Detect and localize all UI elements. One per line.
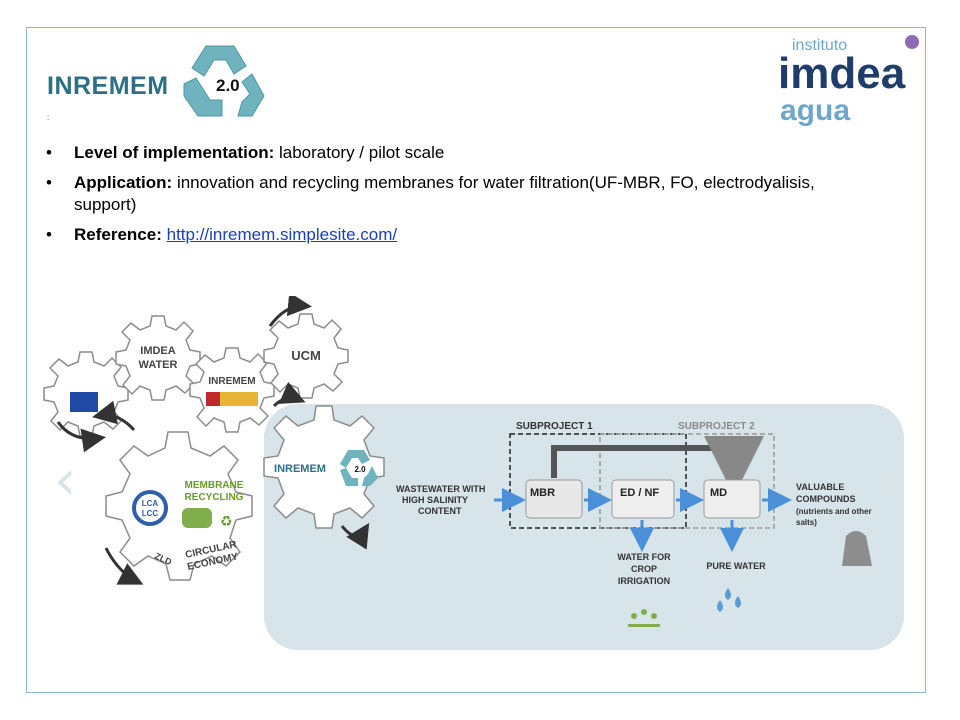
subproject1-box [509,433,687,529]
valuable-label-3: (nutrients and other [796,507,872,516]
imdea-logo-dot [905,35,919,49]
application-value: innovation and recycling membranes for w… [74,173,815,214]
crop-label-1: WATER FOR [617,552,671,562]
project-diagram: IMDEA WATER INREMEM UCM INREMEM 2.0 LCA … [43,296,904,650]
bullet-implementation: • Level of implementation: laboratory / … [46,142,876,164]
valuable-label-2: COMPOUNDS [796,494,856,504]
input-label-2: HIGH SALINITY [402,495,468,505]
gear-ucm [263,313,349,399]
mbr-box [525,479,583,519]
recycle-icon [183,45,265,117]
ednf-label: ED / NF [620,487,659,499]
gear-imdea-label-1: IMDEA [140,345,176,357]
gear-inremem-big-label: INREMEM [274,463,326,475]
inremem-recycle-icon [340,450,378,486]
md-label: MD [710,487,727,499]
lca-lcc-badge [132,490,168,526]
reference-link[interactable]: http://inremem.simplesite.com/ [166,225,398,244]
inremem-logo-version: 2.0 [216,76,240,95]
crop-label-2: CROP [631,564,657,574]
subproject1-label: SUBPROJECT 1 [516,421,593,432]
cycle-arrow-bottom [104,547,144,585]
lcc-label: LCC [142,509,159,518]
cycle-arrow-left [56,421,106,453]
slide-frame [26,27,926,693]
spain-flag-stripe [206,392,220,406]
valuable-label-4: salts) [796,518,817,527]
imdea-logo-line1: instituto [792,37,847,54]
implementation-label: Level of implementation: [74,143,275,162]
inremem-logo-text: INREMEM [47,72,169,100]
subproject2-label: SUBPROJECT 2 [678,421,755,432]
gear-imdea-label-2: WATER [139,359,178,371]
input-label-3: CONTENT [418,506,462,516]
logo-mark: : [47,113,50,122]
eu-flag-icon [70,392,98,412]
gear-inremem-small-label: INREMEM [208,376,255,387]
imdea-agua-logo: instituto imdea agua [778,35,919,127]
lca-label: LCA [142,499,159,508]
crop-label-3: IRRIGATION [618,576,670,586]
input-label-1: WASTEWATER WITH [396,484,485,494]
membrane-label-2: RECYCLING [185,492,244,503]
gear-inremem-big-version: 2.0 [354,465,366,474]
bullet-dot: • [46,143,52,162]
cycle-arrow-right [340,522,370,550]
gear-membrane-recycling [105,431,253,581]
bypass-arrow [551,436,764,496]
gear-imdea-water [115,315,201,401]
membrane-label-1: MEMBRANE [185,480,244,491]
subproject2-box [599,433,775,529]
md-box [703,479,761,519]
imdea-logo-line3: agua [780,94,850,127]
pure-water-label: PURE WATER [706,561,766,571]
bullet-application: • Application: innovation and recycling … [46,172,876,216]
membrane-roll-icon [182,508,212,528]
cycle-arrow-left-2 [92,400,136,432]
gear-inremem-small [189,347,275,433]
reference-label: Reference: [74,225,162,244]
salt-sack-icon [842,531,872,566]
cycle-arrows [56,296,370,585]
carousel-next-arrow[interactable]: › [880,448,903,513]
bullet-dot: • [46,173,52,192]
gear-ucm-label: UCM [291,348,321,363]
carousel-prev-arrow[interactable]: ‹ [54,448,77,513]
bullet-dot: • [46,225,52,244]
gear-cluster [43,313,385,581]
cycle-arrow-mid [272,381,306,408]
mbr-label: MBR [530,487,555,499]
water-drops-icon [717,588,741,612]
gear-inremem-big [263,405,385,529]
small-recycle-icon: ♻ [220,514,233,530]
valuable-label-1: VALUABLE [796,482,844,492]
info-bullets: • Level of implementation: laboratory / … [46,142,876,254]
imdea-logo-line2: imdea [778,49,906,98]
cycle-arrow-top [268,296,312,327]
application-label: Application: [74,173,173,192]
sprout-icon [628,609,660,627]
implementation-value: laboratory / pilot scale [278,143,445,162]
ednf-box [611,479,675,519]
bullet-reference: • Reference: http://inremem.simplesite.c… [46,224,876,246]
